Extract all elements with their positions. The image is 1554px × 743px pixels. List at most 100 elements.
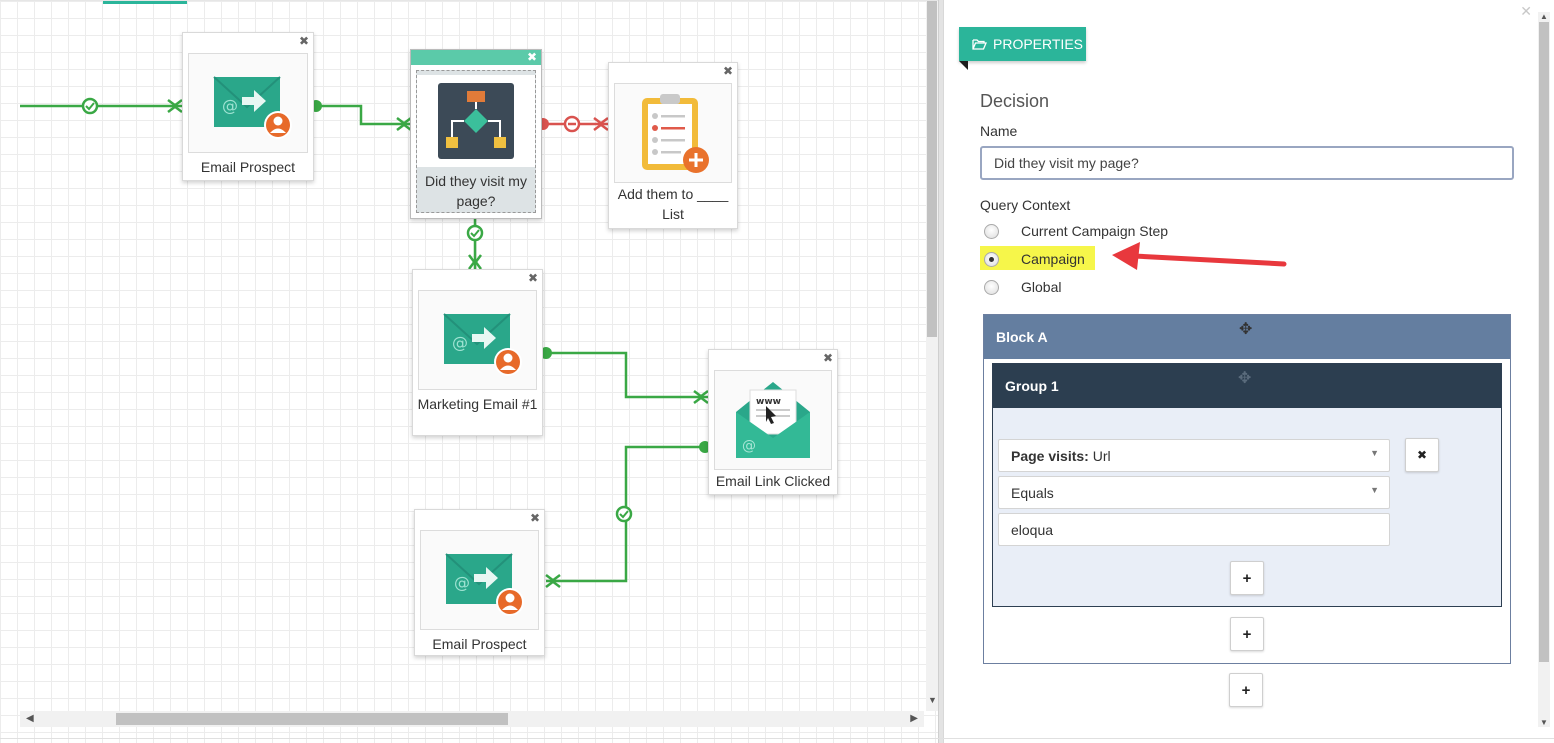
- close-icon[interactable]: ✖: [722, 64, 733, 78]
- plus-icon: +: [1242, 569, 1252, 587]
- close-icon[interactable]: ✖: [298, 34, 309, 48]
- close-icon[interactable]: ✖: [822, 351, 833, 365]
- folder-open-icon: [972, 39, 987, 50]
- scroll-left-icon[interactable]: ◀: [26, 713, 34, 724]
- group-1: Group 1 ✥ Page visits: Url ▼ Equals ▼ el…: [992, 363, 1502, 607]
- radio-campaign[interactable]: Campaign: [980, 248, 1085, 270]
- close-icon: ✖: [1416, 448, 1428, 462]
- block-a: Block A ✥ Group 1 ✥ Page visits: Url ▼ E…: [983, 314, 1511, 664]
- name-field[interactable]: [980, 146, 1514, 180]
- email-send-icon: @: [188, 53, 308, 153]
- highlight-marker: [980, 246, 1095, 270]
- connector-line: [316, 104, 411, 126]
- node-email-link-clicked[interactable]: ✖ www @ Email Link Clicked: [708, 349, 838, 495]
- add-group-button[interactable]: +: [1230, 617, 1264, 651]
- bottom-border: [0, 738, 1554, 739]
- close-icon[interactable]: ✖: [526, 50, 537, 64]
- radio-global[interactable]: Global: [980, 276, 1061, 298]
- node-add-to-list[interactable]: ✖ Add them to ____ List: [608, 62, 738, 229]
- node-email-prospect-2[interactable]: ✖ @ Email Prospect: [414, 509, 545, 656]
- campaign-canvas[interactable]: ✖ @ Email Prospect ✖: [0, 0, 938, 743]
- radio-current-campaign-step[interactable]: Current Campaign Step: [980, 220, 1168, 242]
- field-select-bold-label: Page visits:: [1011, 448, 1089, 464]
- add-condition-button[interactable]: +: [1230, 561, 1264, 595]
- node-email-prospect[interactable]: ✖ @ Email Prospect: [182, 32, 314, 181]
- radio-button[interactable]: [984, 223, 999, 239]
- group-header[interactable]: Group 1: [993, 364, 1501, 408]
- connector-arrow-icon: [593, 117, 609, 131]
- radio-button-selected[interactable]: [984, 251, 999, 267]
- field-select-value: Url: [1088, 448, 1111, 464]
- scroll-up-icon[interactable]: ▲: [1540, 12, 1548, 21]
- radio-label: Current Campaign Step: [1021, 223, 1169, 239]
- node-label: Email Prospect: [200, 159, 296, 175]
- block-header[interactable]: Block A: [984, 315, 1510, 359]
- canvas-horizontal-scrollbar[interactable]: ◀ ▶: [20, 711, 924, 727]
- connector-check-mark: [619, 510, 629, 519]
- query-context-label: Query Context: [980, 197, 1071, 213]
- node-label: Did they visit my page?: [425, 173, 527, 209]
- chevron-down-icon: ▼: [1370, 485, 1379, 495]
- value-input[interactable]: eloqua: [998, 513, 1390, 546]
- email-send-icon: @: [420, 530, 539, 630]
- email-send-icon: @: [418, 290, 537, 390]
- scroll-thumb[interactable]: [1539, 22, 1549, 662]
- email-www-click-icon: www @: [714, 370, 832, 470]
- node-decision[interactable]: ✖ Did they visit my page?: [410, 49, 542, 219]
- radio-label: Global: [1021, 279, 1062, 295]
- chevron-down-icon: ▼: [1370, 448, 1379, 458]
- add-block-button[interactable]: +: [1229, 673, 1263, 707]
- scroll-down-icon[interactable]: ▼: [1540, 718, 1548, 727]
- scroll-thumb[interactable]: [927, 1, 937, 337]
- panel-splitter[interactable]: [938, 0, 944, 743]
- name-label: Name: [980, 123, 1018, 139]
- connector-check-icon: [615, 505, 633, 523]
- panel-vertical-scrollbar[interactable]: ▲ ▼: [1538, 12, 1550, 727]
- scroll-thumb[interactable]: [116, 713, 508, 725]
- svg-text:@: @: [742, 438, 756, 454]
- field-select[interactable]: Page visits: Url ▼: [998, 439, 1390, 472]
- svg-text:@: @: [454, 573, 470, 592]
- svg-text:www: www: [756, 397, 781, 407]
- connector-line: [546, 351, 708, 399]
- close-icon[interactable]: ✕: [1520, 3, 1532, 19]
- node-label: Marketing Email #1: [417, 396, 538, 412]
- close-icon[interactable]: ✖: [529, 511, 540, 525]
- connector-check-icon: [466, 224, 484, 242]
- node-label: Email Link Clicked: [715, 473, 831, 489]
- node-label: Email Prospect: [432, 636, 527, 652]
- close-icon[interactable]: ✖: [527, 271, 538, 285]
- svg-text:@: @: [452, 333, 468, 352]
- connector-arrow-icon: [545, 574, 561, 588]
- plus-icon: +: [1242, 625, 1252, 643]
- move-icon[interactable]: ✥: [1239, 321, 1253, 338]
- connector-arrow-icon: [396, 117, 412, 131]
- connector-arrow-icon: [167, 99, 183, 113]
- tab-fold: [959, 61, 968, 70]
- radio-label: Campaign: [1021, 251, 1085, 267]
- connector-check-mark: [85, 102, 95, 111]
- operator-select[interactable]: Equals ▼: [998, 476, 1390, 509]
- canvas-vertical-scrollbar[interactable]: ▼: [926, 1, 938, 711]
- scroll-right-icon[interactable]: ▶: [910, 713, 918, 724]
- properties-panel: ✕ ▲ ▼ PROPERTIES Decision Name Query Con…: [944, 0, 1554, 743]
- active-tab-indicator: [103, 1, 187, 4]
- node-label: Add them to ____ List: [617, 186, 729, 222]
- radio-button[interactable]: [984, 279, 999, 295]
- connector-arrow-icon: [693, 390, 709, 404]
- node-header: [411, 50, 541, 65]
- plus-icon: +: [1241, 681, 1251, 699]
- move-icon[interactable]: ✥: [1238, 370, 1252, 387]
- connector-check-icon: [81, 97, 99, 115]
- operator-select-value: Equals: [1011, 485, 1054, 501]
- svg-text:@: @: [222, 96, 238, 115]
- decision-flowchart-icon: [417, 75, 535, 167]
- remove-condition-button[interactable]: ✖: [1405, 438, 1439, 472]
- connector-arrow-icon: [468, 254, 482, 270]
- properties-tab[interactable]: PROPERTIES: [959, 27, 1086, 61]
- value-input-text: eloqua: [1011, 522, 1054, 538]
- node-marketing-email[interactable]: ✖ @ Marketing Email #1: [412, 269, 543, 436]
- properties-tab-label: PROPERTIES: [993, 36, 1083, 52]
- clipboard-add-icon: [614, 83, 732, 183]
- scroll-down-icon[interactable]: ▼: [928, 695, 937, 705]
